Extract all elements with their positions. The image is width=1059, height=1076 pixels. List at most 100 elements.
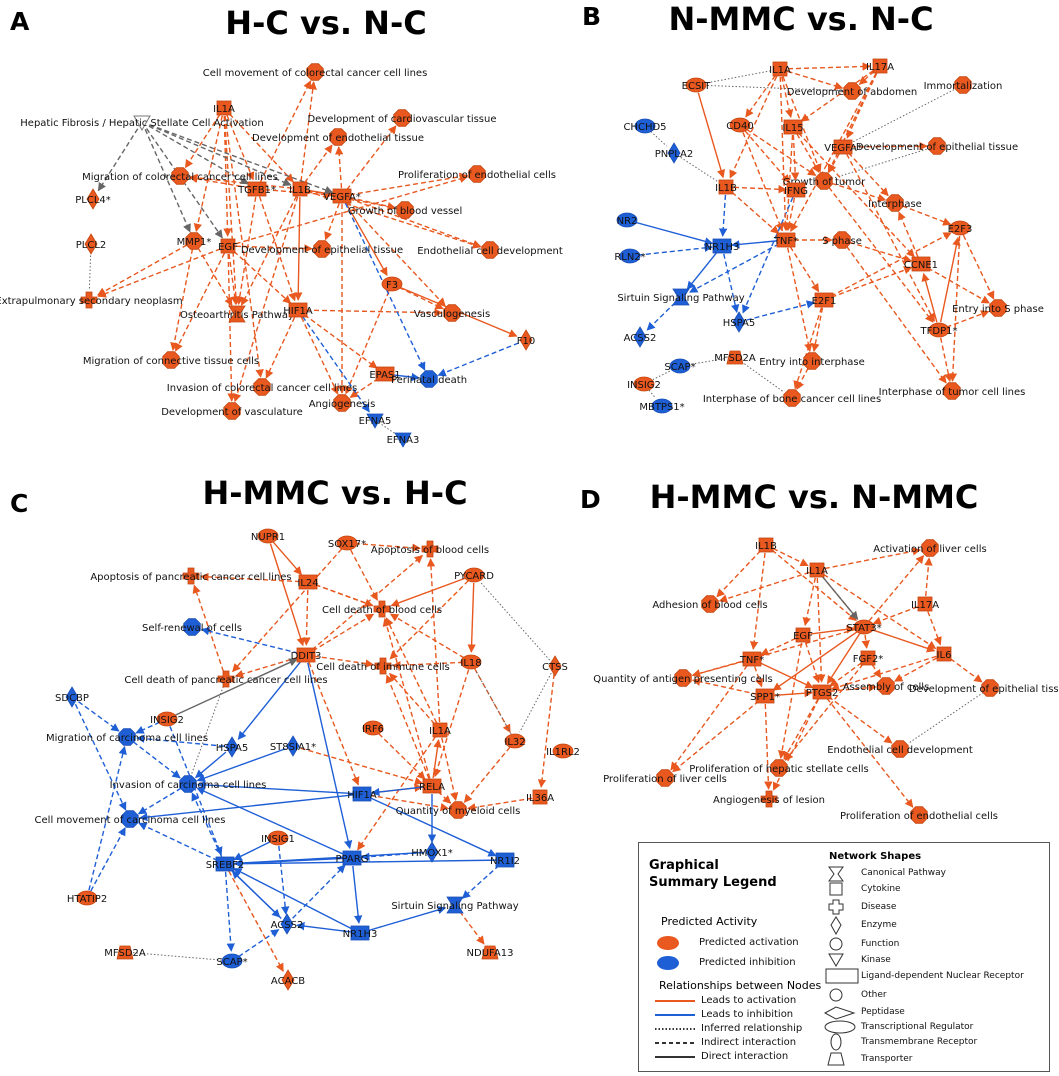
node-b-b32[interactable]: INSIG2 — [627, 376, 661, 392]
node-b-b35[interactable]: MBTPS1* — [639, 398, 685, 414]
node-c-c26[interactable]: IL36A — [526, 789, 554, 805]
node-d-d4[interactable]: IL17A — [911, 596, 939, 612]
node-b-b28[interactable]: ACSS2 — [624, 326, 657, 348]
node-a-a1[interactable]: IL1A — [213, 100, 235, 116]
node-b-b33[interactable]: Interphase of tumor cell lines — [879, 382, 1026, 400]
node-b-b3[interactable]: ECSIT — [682, 77, 712, 93]
node-c-c7[interactable]: Cell death of blood cells — [322, 600, 442, 618]
node-b-b6[interactable]: CHCHD5 — [623, 118, 667, 134]
node-d-d14[interactable]: PTGS2 — [806, 684, 839, 700]
node-c-c33[interactable]: NR1I2 — [490, 852, 520, 868]
node-c-c30[interactable]: HMOX1* — [411, 841, 453, 863]
node-d-d7[interactable]: STAT3* — [846, 619, 882, 635]
node-a-a30[interactable]: EFNA5 — [359, 413, 392, 429]
node-a-a2[interactable]: Hepatic Fibrosis / Hepatic Stellate Cell… — [20, 115, 264, 132]
node-a-a25[interactable]: EPAS1 — [369, 366, 401, 382]
node-a-a7[interactable]: TGFB1* — [237, 181, 276, 197]
node-a-a13[interactable]: MMP1* — [177, 232, 212, 250]
node-c-c32[interactable]: PPARG — [336, 850, 369, 866]
node-a-a31[interactable]: EFNA3 — [387, 432, 420, 448]
node-b-b15[interactable]: Interphase — [868, 194, 922, 212]
node-b-b26[interactable]: HSPA5 — [723, 311, 755, 333]
node-c-c25[interactable]: RELA — [419, 778, 445, 794]
node-a-a14[interactable]: EGF — [218, 238, 238, 254]
node-c-c38[interactable]: NDUFA13 — [467, 945, 514, 960]
node-c-c8[interactable]: Self-renewal of cells — [142, 618, 242, 636]
node-c-c34[interactable]: HTATIP2 — [67, 890, 107, 906]
node-b-b8[interactable]: IL15 — [782, 119, 804, 135]
node-d-d6[interactable]: EGF — [793, 627, 813, 643]
node-c-c2[interactable]: SOX17* — [328, 535, 366, 551]
node-a-a24[interactable]: Migration of connective tissue cells — [83, 351, 259, 369]
node-c-c24[interactable]: HIF1A — [347, 786, 377, 802]
node-b-b10[interactable]: Development of epithelial tissue — [856, 137, 1018, 155]
node-b-b25[interactable]: Entry into S phase — [952, 299, 1044, 317]
node-b-b11[interactable]: PNPLA2 — [655, 142, 694, 164]
node-c-c6[interactable]: PYCARD — [454, 567, 494, 583]
node-d-d15[interactable]: Assembly of cells — [843, 677, 930, 695]
node-b-b31[interactable]: SCAP* — [664, 358, 696, 374]
node-a-a29[interactable]: Development of vasculature — [161, 402, 303, 420]
node-b-b34[interactable]: Interphase of bone cancer cell lines — [703, 389, 881, 407]
node-a-a4[interactable]: Development of cardiovascular tissue — [307, 109, 497, 127]
node-d-d18[interactable]: Proliferation of liver cells — [603, 769, 727, 787]
node-d-d5[interactable]: Adhesion of blood cells — [652, 595, 768, 613]
node-d-d8[interactable]: IL6 — [937, 646, 952, 662]
node-c-c19[interactable]: IL1RL2 — [546, 743, 580, 759]
node-b-b22[interactable]: CCNE1 — [904, 256, 938, 272]
node-b-b14[interactable]: IFNG — [784, 182, 808, 198]
node-c-c14[interactable]: SDCBP — [55, 686, 89, 708]
node-c-c12[interactable]: CTSS — [542, 655, 568, 677]
node-c-c39[interactable]: MFSD2A — [104, 945, 146, 960]
node-c-c23[interactable]: Invasion of carcinoma cell lines — [110, 775, 267, 793]
node-a-a3[interactable]: Cell movement of colorectal cancer cell … — [203, 63, 428, 81]
node-c-c28[interactable]: Cell movement of carcinoma cell lines — [35, 810, 226, 828]
node-b-b9[interactable]: VEGFA* — [824, 139, 862, 155]
node-c-c10[interactable]: Cell death of immune cells — [316, 657, 450, 675]
node-b-b18[interactable]: NR1H3 — [705, 238, 740, 254]
node-d-d10[interactable]: FGF2* — [853, 650, 884, 666]
node-d-d17[interactable]: Proliferation of hepatic stellate cells — [689, 759, 869, 777]
node-b-b2[interactable]: IL17A — [866, 58, 894, 74]
node-b-b1[interactable]: IL1A — [769, 61, 791, 77]
node-a-a9[interactable]: VEGFA* — [323, 188, 361, 204]
node-a-a19[interactable]: Extrapulmonary secondary neoplasm — [0, 291, 183, 309]
node-d-d13[interactable]: SPP1* — [750, 688, 780, 704]
node-b-b20[interactable]: S phase — [822, 231, 862, 249]
node-a-a28[interactable]: Angiogenesis — [309, 394, 376, 412]
node-b-b7[interactable]: CD40 — [726, 117, 754, 133]
node-c-c40[interactable]: SCAP* — [216, 953, 248, 969]
node-b-b23[interactable]: Sirtuin Signaling Pathway — [617, 288, 745, 306]
node-d-d11[interactable]: Quantity of antigen presenting cells — [593, 669, 773, 687]
node-c-c18[interactable]: IL32 — [504, 733, 526, 749]
node-c-c11[interactable]: IL18 — [460, 654, 482, 670]
node-b-b30[interactable]: Entry into interphase — [759, 352, 865, 370]
node-a-a15[interactable]: Development of epithelial tissue — [241, 240, 403, 258]
node-c-c13[interactable]: Cell death of pancreatic cancer cell lin… — [124, 670, 328, 688]
node-c-c5[interactable]: IL24 — [297, 574, 319, 590]
node-c-c22[interactable]: ST8SIA1* — [270, 735, 316, 757]
node-b-b24[interactable]: E2F1 — [812, 292, 837, 308]
node-c-c20[interactable]: Migration of carcinoma cell lines — [46, 728, 208, 746]
node-a-a5[interactable]: Development of endothelial tissue — [252, 128, 424, 146]
node-b-b21[interactable]: RLN2* — [614, 248, 646, 264]
node-c-c37[interactable]: NR1H3 — [343, 925, 378, 941]
node-d-d20[interactable]: Proliferation of endothelial cells — [840, 806, 998, 824]
node-c-c35[interactable]: Sirtuin Signaling Pathway — [391, 896, 519, 914]
node-b-b16[interactable]: NR2 — [616, 212, 638, 228]
node-c-c1[interactable]: NUPR1 — [251, 528, 285, 544]
node-c-c29[interactable]: INSIG1 — [261, 830, 295, 846]
node-c-c9[interactable]: DDIT3 — [291, 647, 322, 663]
node-a-a8[interactable]: IL1B — [289, 181, 311, 197]
node-a-a26[interactable]: Perinatal death — [391, 370, 467, 388]
node-b-b17[interactable]: E2F3 — [948, 220, 973, 236]
node-d-d3[interactable]: Activation of liver cells — [873, 539, 987, 557]
node-c-c21[interactable]: HSPA5 — [216, 736, 248, 758]
node-a-a27[interactable]: Invasion of colorectal cancer cell lines — [167, 378, 357, 396]
node-a-a20[interactable]: Osteoarthritis Pathway — [180, 305, 294, 323]
node-c-c41[interactable]: ACACB — [271, 969, 305, 991]
node-a-a12[interactable]: Growth of blood vessel — [348, 201, 463, 219]
node-d-d16[interactable]: Endothelial cell development — [827, 740, 973, 758]
node-c-c3[interactable]: Apoptosis of blood cells — [371, 540, 489, 558]
node-a-a18[interactable]: F3 — [381, 276, 403, 292]
